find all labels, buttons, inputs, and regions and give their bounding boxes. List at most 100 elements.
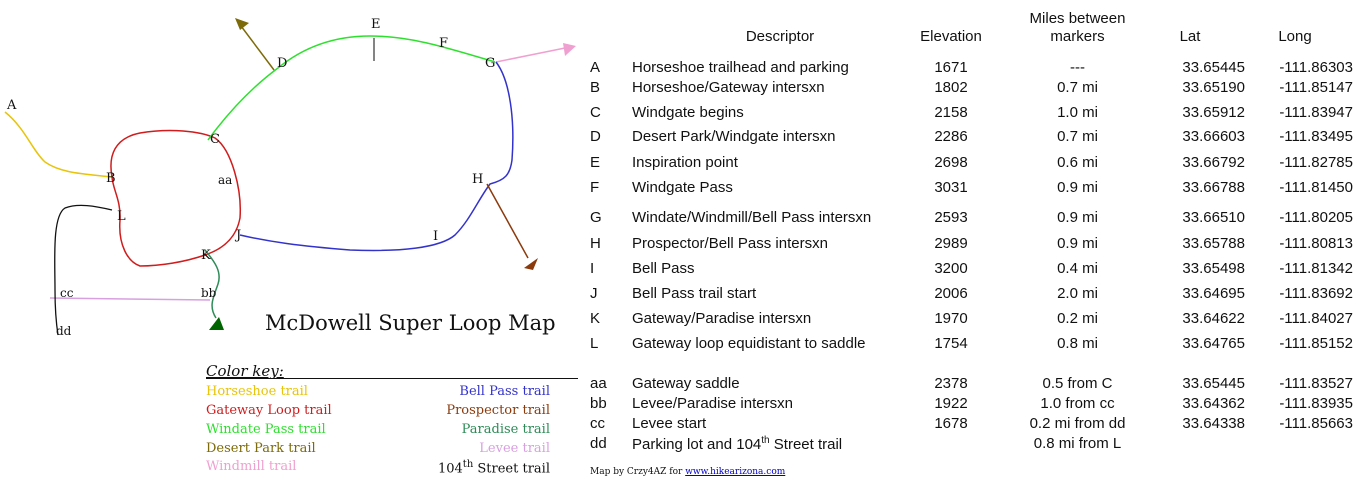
row-miles: 0.7 mi [1057, 128, 1098, 145]
row-miles: 0.9 mi [1057, 179, 1098, 196]
bell-pass-trail [239, 61, 514, 252]
header-miles: Miles between markers [1015, 10, 1140, 46]
104th-street-trail [54, 204, 113, 336]
row-elevation: 1802 [934, 79, 968, 96]
row-code: aa [590, 375, 607, 392]
row-elevation: 1754 [934, 335, 968, 352]
header-lat: Lat [1179, 28, 1201, 45]
row-code: B [590, 79, 601, 96]
row-elevation: 2158 [934, 104, 968, 121]
row-long: -111.86303 [1279, 59, 1353, 76]
credit-link[interactable]: www.hikearizona.com [685, 467, 786, 477]
marker-j-label: J [234, 228, 241, 243]
color-key-item: Gateway Loop trail [206, 403, 332, 418]
row-code: E [590, 154, 601, 171]
row-code: K [590, 310, 601, 327]
prospector-arrowhead [524, 258, 538, 270]
windmill-arrowhead [563, 43, 576, 56]
prospector-trail [486, 183, 529, 259]
marker-i-label: I [433, 229, 438, 244]
row-miles: 0.5 from C [1042, 375, 1113, 392]
row-elevation: 2989 [934, 235, 968, 252]
color-key-item: Horseshoe trail [206, 384, 308, 399]
row-long: -111.83527 [1279, 375, 1353, 392]
header-elevation: Elevation [920, 28, 982, 45]
paradise-arrowhead [209, 317, 224, 330]
row-miles: 0.9 mi [1057, 209, 1098, 226]
row-elevation: 1922 [934, 395, 968, 412]
row-long: -111.80205 [1279, 209, 1353, 226]
row-descriptor: Gateway saddle [632, 375, 740, 392]
horseshoe-trail [4, 111, 113, 178]
row-elevation: 2593 [934, 209, 968, 226]
marker-aa-label: aa [218, 173, 232, 187]
marker-d-label: D [277, 56, 287, 71]
row-code: bb [590, 395, 607, 412]
marker-f-label: F [439, 36, 448, 51]
row-miles: 1.0 from cc [1040, 395, 1115, 412]
color-key-item: Bell Pass trail [459, 384, 550, 399]
color-key-item: Paradise trail [461, 422, 550, 437]
row-lat: 33.64362 [1182, 395, 1245, 412]
row-code: C [590, 104, 601, 121]
row-descriptor: Gateway loop equidistant to saddle [632, 335, 866, 352]
row-lat: 33.64695 [1182, 285, 1245, 302]
color-key-item: Windmill trail [206, 459, 297, 474]
windmill-trail [495, 47, 566, 63]
row-code: D [590, 128, 601, 145]
row-descriptor: Bell Pass [632, 260, 695, 277]
row-code: cc [590, 415, 605, 432]
row-long: -111.83692 [1279, 285, 1353, 302]
row-long: -111.83935 [1279, 395, 1353, 412]
color-key-item: Levee trail [479, 441, 550, 456]
row-miles: 0.9 mi [1057, 235, 1098, 252]
row-descriptor: Horseshoe trailhead and parking [632, 59, 849, 76]
row-descriptor: Levee start [632, 415, 707, 432]
color-key-title: Color key: [206, 362, 284, 380]
row-miles: 0.6 mi [1057, 154, 1098, 171]
row-long: -111.83495 [1279, 128, 1353, 145]
row-lat: 33.66788 [1182, 179, 1245, 196]
row-elevation: 1671 [934, 59, 968, 76]
marker-bb-label: bb [201, 286, 217, 300]
row-descriptor: Prospector/Bell Pass intersxn [632, 235, 828, 252]
row-code: J [590, 285, 598, 302]
row-long: -111.80813 [1279, 235, 1353, 252]
row-descriptor: Windgate Pass [632, 179, 733, 196]
row-elevation: 1970 [934, 310, 968, 327]
row-code: dd [590, 435, 607, 452]
row-miles: 0.8 mi [1057, 335, 1098, 352]
row-lat: 33.65445 [1182, 59, 1245, 76]
row-lat: 33.65498 [1182, 260, 1245, 277]
row-long: -111.85152 [1279, 335, 1353, 352]
row-descriptor: Levee/Paradise intersxn [632, 395, 793, 412]
row-long: -111.81450 [1279, 179, 1353, 196]
marker-e-label: E [371, 17, 381, 32]
marker-l-label: L [117, 209, 126, 224]
row-miles: 0.2 mi from dd [1029, 415, 1126, 432]
row-long: -111.85147 [1279, 79, 1353, 96]
row-code: L [590, 335, 599, 352]
row-elevation: 2006 [934, 285, 968, 302]
row-descriptor: Windate/Windmill/Bell Pass intersxn [632, 209, 872, 226]
row-lat: 33.64622 [1182, 310, 1245, 327]
row-lat: 33.65912 [1182, 104, 1245, 121]
row-descriptor: Parking lot and 104th Street trail [632, 435, 843, 453]
row-long: -111.81342 [1279, 260, 1353, 277]
row-code: A [590, 59, 601, 76]
row-elevation: 3031 [934, 179, 968, 196]
row-long: -111.82785 [1279, 154, 1353, 171]
row-lat: 33.66603 [1182, 128, 1245, 145]
row-descriptor: Inspiration point [632, 154, 738, 171]
row-code: H [590, 235, 601, 252]
header-miles-line1: Miles between [1029, 10, 1126, 27]
color-key-item: Windate Pass trail [206, 422, 326, 437]
paradise-trail [204, 249, 220, 319]
row-miles: 0.2 mi [1057, 310, 1098, 327]
row-lat: 33.64765 [1182, 335, 1245, 352]
row-miles: --- [1070, 59, 1085, 76]
row-lat: 33.64338 [1182, 415, 1245, 432]
row-long: -111.83947 [1279, 104, 1353, 121]
gateway-loop-trail [110, 129, 241, 267]
desert-park-arrowhead [235, 18, 249, 30]
